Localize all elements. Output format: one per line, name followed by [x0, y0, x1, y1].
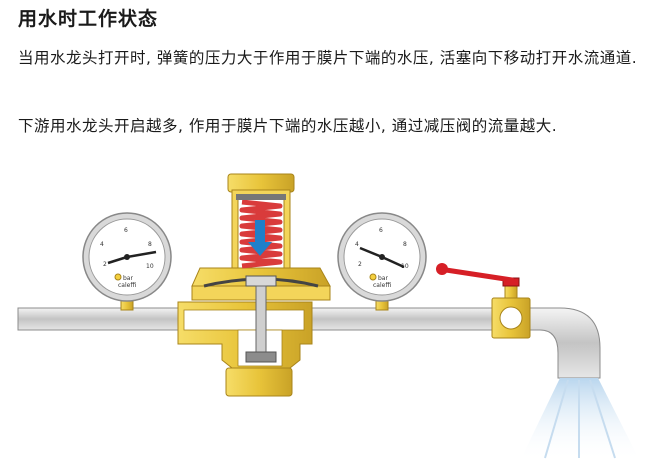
gauge-tick-6: 6	[124, 227, 128, 234]
paragraph-flow-increase: 下游用水龙头开启越多, 作用于膜片下端的水压越小, 通过减压阀的流量越大.	[18, 117, 558, 135]
inlet-pipe	[17, 307, 179, 331]
piston-stem	[245, 285, 277, 363]
spring	[236, 194, 286, 269]
gauge-brand: caleffi	[118, 282, 136, 289]
paragraph-open-valve: 当用水龙头打开时, 弹簧的压力大于作用于膜片下端的水压, 活塞向下移动打开水流通…	[18, 49, 638, 67]
gauge-tick-8: 8	[148, 241, 152, 248]
gauge-unit: bar	[123, 275, 133, 282]
gauge-tick-6: 6	[379, 227, 383, 234]
outlet-pipe	[529, 307, 601, 379]
pressure-gauge-outlet: 2 4 6 8 10 bar caleffi	[337, 212, 427, 311]
pressure-reducing-valve-diagram: 2 4 6 8 10 bar caleffi 2 4 6 8 10 bar ca…	[17, 173, 640, 461]
ball-valve	[491, 277, 531, 339]
gauge-tick-2: 2	[358, 261, 362, 268]
gauge-tick-8: 8	[403, 241, 407, 248]
page-title: 用水时工作状态	[18, 8, 159, 30]
gauge-tick-4: 4	[355, 241, 359, 248]
gauge-brand: caleffi	[373, 282, 391, 289]
gauge-tick-10: 10	[146, 263, 154, 270]
gauge-tick-2: 2	[103, 261, 107, 268]
gauge-tick-4: 4	[100, 241, 104, 248]
down-arrow-icon	[248, 220, 272, 256]
pressure-gauge-inlet: 2 4 6 8 10 bar caleffi	[82, 212, 172, 311]
gauge-unit: bar	[378, 275, 388, 282]
valve-handle	[436, 263, 515, 283]
gauge-tick-10: 10	[401, 263, 409, 270]
middle-pipe	[311, 307, 493, 331]
water-spray	[520, 378, 640, 461]
